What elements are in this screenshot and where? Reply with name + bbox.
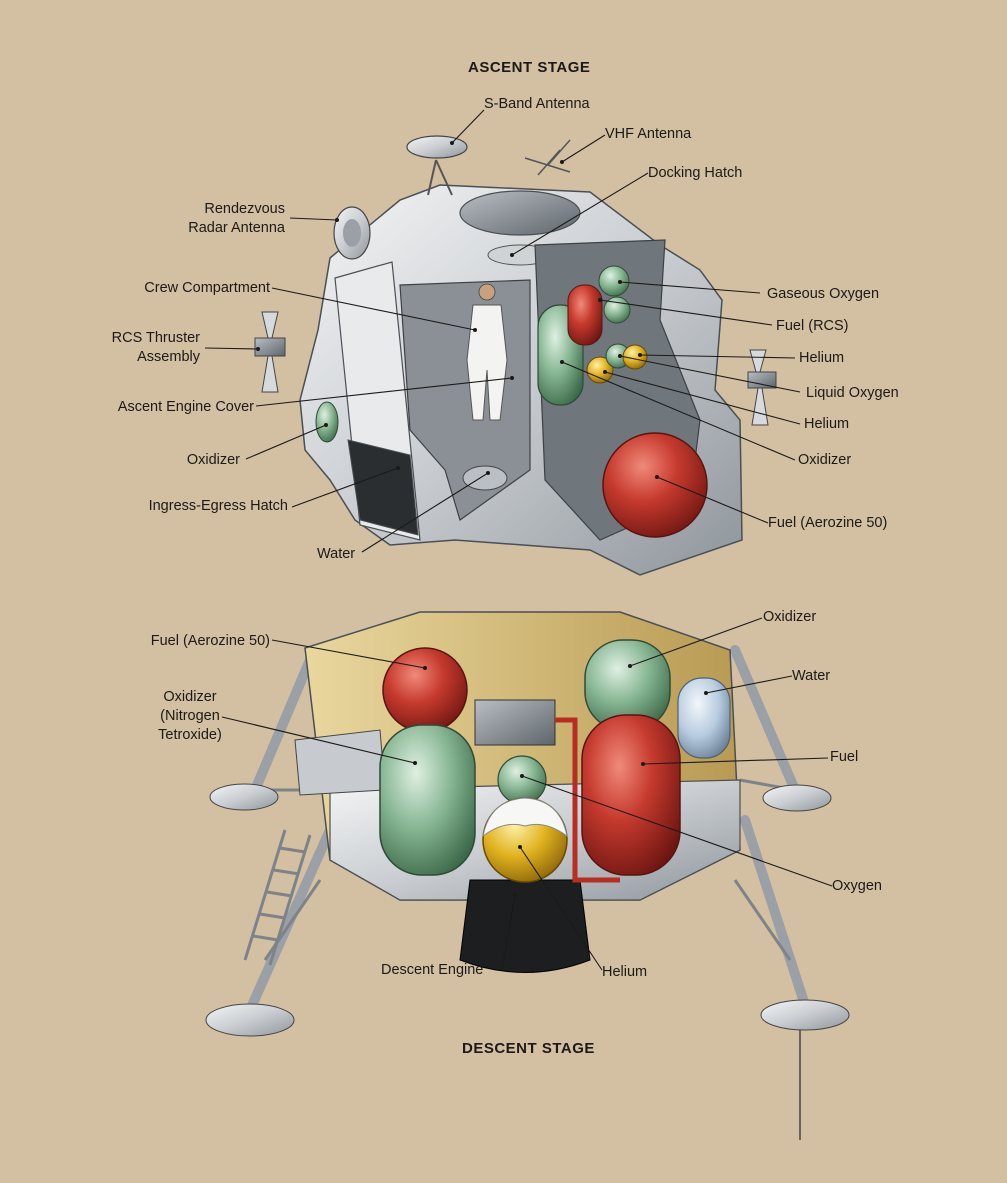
label-helium-descent: Helium <box>602 963 647 982</box>
footpad-left-front <box>206 1004 294 1036</box>
descent-stage <box>206 612 849 1140</box>
descent-oxidizer-nitrogen-tank <box>380 725 475 875</box>
label-rendezvous-line1: Rendezvous <box>170 200 285 219</box>
label-oxygen-descent: Oxygen <box>832 877 882 896</box>
label-rendezvous-line2: Radar Antenna <box>150 219 285 238</box>
rendezvous-radar-dish <box>334 207 370 259</box>
label-oxidizer-left: Oxidizer <box>150 451 240 470</box>
footpad-left-rear <box>210 784 278 810</box>
descent-equipment-box <box>475 700 555 745</box>
label-helium-1: Helium <box>799 349 844 368</box>
ascent-fuel-sphere <box>603 433 707 537</box>
label-oxidizer-nitrogen-line1: Oxidizer <box>140 688 240 707</box>
label-rcs-thruster-line1: RCS Thruster <box>80 329 200 348</box>
descent-fuel-tank-rear <box>383 648 467 732</box>
label-fuel-aerozine-descent: Fuel (Aerozine 50) <box>120 632 270 651</box>
gaseous-oxygen-tank-1 <box>599 266 629 296</box>
porch <box>295 730 385 795</box>
label-fuel-aerozine-ascent: Fuel (Aerozine 50) <box>768 514 887 533</box>
label-ascent-engine-cover: Ascent Engine Cover <box>90 398 254 417</box>
label-oxidizer-nitrogen-line3: Tetroxide) <box>140 726 240 745</box>
label-helium-2: Helium <box>804 415 849 434</box>
docking-tunnel <box>460 191 580 235</box>
descent-stage-title: DESCENT STAGE <box>462 1039 595 1058</box>
descent-engine-bell <box>460 880 590 973</box>
label-fuel-rcs: Fuel (RCS) <box>776 317 849 336</box>
vhf-antenna-shape <box>525 140 570 175</box>
descent-fuel-tank-front <box>582 715 680 875</box>
label-water-descent: Water <box>792 667 830 686</box>
ascent-stage <box>255 136 776 575</box>
label-oxidizer-nitrogen-line2: (Nitrogen <box>140 707 240 726</box>
rcs-thruster-left <box>255 312 285 392</box>
left-oxidizer-tank <box>316 402 338 442</box>
label-crew-compartment: Crew Compartment <box>100 279 270 298</box>
label-rcs-thruster-line2: Assembly <box>80 348 200 367</box>
label-oxidizer-descent-top: Oxidizer <box>763 608 816 627</box>
rcs-fuel-tank <box>568 285 602 345</box>
footpad-right-rear <box>763 785 831 811</box>
label-fuel-descent: Fuel <box>830 748 858 767</box>
label-water-ascent: Water <box>317 545 355 564</box>
label-gaseous-oxygen: Gaseous Oxygen <box>767 285 879 304</box>
footpad-right-front <box>761 1000 849 1030</box>
water-tank <box>463 466 507 490</box>
ascent-stage-title: ASCENT STAGE <box>468 58 590 77</box>
label-liquid-oxygen: Liquid Oxygen <box>806 384 899 403</box>
label-vhf-antenna: VHF Antenna <box>605 125 691 144</box>
label-oxidizer-right: Oxidizer <box>798 451 851 470</box>
label-descent-engine: Descent Engine <box>381 961 483 980</box>
label-s-band-antenna: S-Band Antenna <box>484 95 590 114</box>
label-ingress-egress-hatch: Ingress-Egress Hatch <box>120 497 288 516</box>
label-docking-hatch: Docking Hatch <box>648 164 742 183</box>
descent-oxygen-tank <box>498 756 546 804</box>
